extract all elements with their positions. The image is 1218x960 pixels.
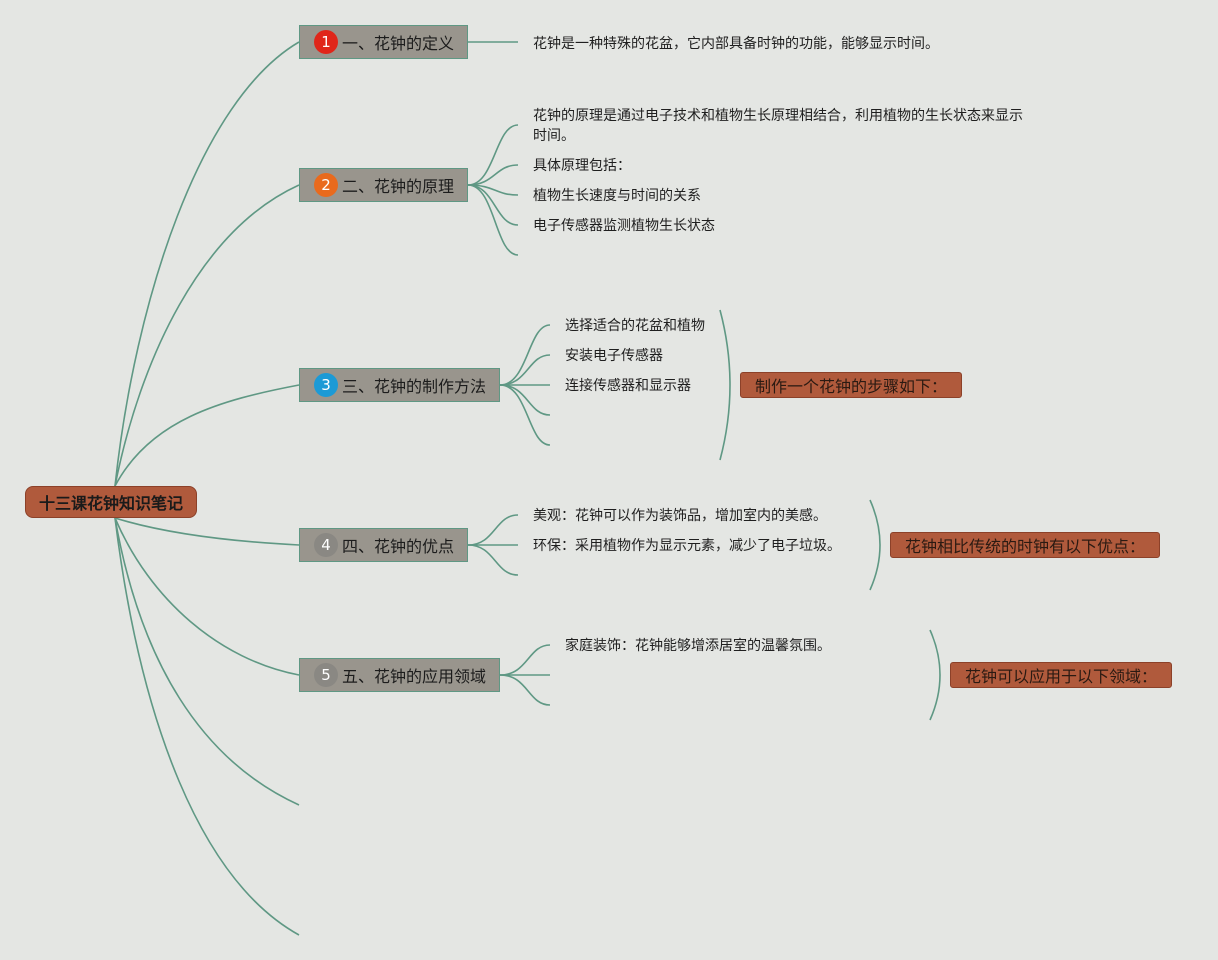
- root-link-topic-1: [114, 41, 300, 487]
- topic-4-summary-bracket: [869, 499, 881, 591]
- leaf-3-3[interactable]: 连接传感器和显示器: [565, 378, 691, 394]
- topic-4-link-3: [467, 544, 519, 576]
- topic-label-5: 五、花钟的应用领域: [342, 667, 487, 686]
- root-link-empty-1: [114, 517, 300, 806]
- leaf-3-2[interactable]: 安装电子传感器: [565, 348, 663, 364]
- number-badge-1: 1: [314, 30, 338, 54]
- root-link-topic-4: [114, 517, 300, 546]
- topic-2-link-2: [467, 164, 519, 186]
- summary-node-5[interactable]: 花钟可以应用于以下领域：: [950, 662, 1172, 688]
- root-link-topic-2: [114, 184, 300, 487]
- topic-node-4[interactable]: 4 四、花钟的优点: [299, 528, 468, 562]
- topic-label-1: 一、花钟的定义: [342, 34, 455, 53]
- topic-node-3[interactable]: 3 三、花钟的制作方法: [299, 368, 500, 402]
- number-badge-4: 4: [314, 533, 338, 557]
- summary-node-3[interactable]: 制作一个花钟的步骤如下：: [740, 372, 962, 398]
- leaf-2-1[interactable]: 花钟的原理是通过电子技术和植物生长原理相结合，利用植物的生长状态来显示: [533, 108, 1023, 124]
- summary-label-4: 花钟相比传统的时钟有以下优点：: [904, 537, 1145, 556]
- topic-label-3: 三、花钟的制作方法: [342, 377, 487, 396]
- topic-4-link-1: [467, 514, 519, 546]
- leaf-4-2[interactable]: 环保：采用植物作为显示元素，减少了电子垃圾。: [533, 538, 841, 554]
- leaf-2-1-cont[interactable]: 时间。: [533, 128, 575, 144]
- summary-label-3: 制作一个花钟的步骤如下：: [754, 377, 947, 396]
- number-badge-5: 5: [314, 663, 338, 687]
- leaf-4-1[interactable]: 美观：花钟可以作为装饰品，增加室内的美感。: [533, 508, 827, 524]
- leaf-2-2[interactable]: 具体原理包括：: [533, 158, 631, 174]
- number-badge-3: 3: [314, 373, 338, 397]
- topic-5-link-1: [499, 644, 551, 676]
- root-link-topic-3: [114, 384, 300, 487]
- topic-node-5[interactable]: 5 五、花钟的应用领域: [299, 658, 500, 692]
- leaf-5-1[interactable]: 家庭装饰：花钟能够增添居室的温馨氛围。: [565, 638, 831, 654]
- summary-node-4[interactable]: 花钟相比传统的时钟有以下优点：: [890, 532, 1160, 558]
- topic-2-link-1: [467, 124, 519, 186]
- topic-5-link-3: [499, 674, 551, 706]
- summary-label-5: 花钟可以应用于以下领域：: [964, 667, 1157, 686]
- topic-node-1[interactable]: 1 一、花钟的定义: [299, 25, 468, 59]
- topic-node-2[interactable]: 2 二、花钟的原理: [299, 168, 468, 202]
- leaf-3-1[interactable]: 选择适合的花盆和植物: [565, 318, 705, 334]
- leaf-1-1[interactable]: 花钟是一种特殊的花盆，它内部具备时钟的功能，能够显示时间。: [533, 36, 939, 52]
- topic-label-2: 二、花钟的原理: [342, 177, 455, 196]
- leaf-2-4[interactable]: 电子传感器监测植物生长状态: [533, 218, 715, 234]
- root-link-empty-2: [114, 517, 300, 936]
- root-label: 十三课花钟知识笔记: [38, 494, 183, 513]
- topic-3-link-2: [499, 354, 551, 386]
- topic-3-link-1: [499, 324, 551, 386]
- topic-3-summary-bracket: [719, 309, 731, 461]
- topic-2-link-4: [467, 184, 519, 226]
- root-node[interactable]: 十三课花钟知识笔记: [25, 486, 197, 518]
- leaf-2-3[interactable]: 植物生长速度与时间的关系: [533, 188, 701, 204]
- topic-5-summary-bracket: [929, 629, 941, 721]
- number-badge-2: 2: [314, 173, 338, 197]
- topic-2-link-5: [467, 184, 519, 256]
- topic-3-link-5: [499, 384, 551, 446]
- root-link-topic-5: [114, 517, 300, 676]
- topic-label-4: 四、花钟的优点: [342, 537, 455, 556]
